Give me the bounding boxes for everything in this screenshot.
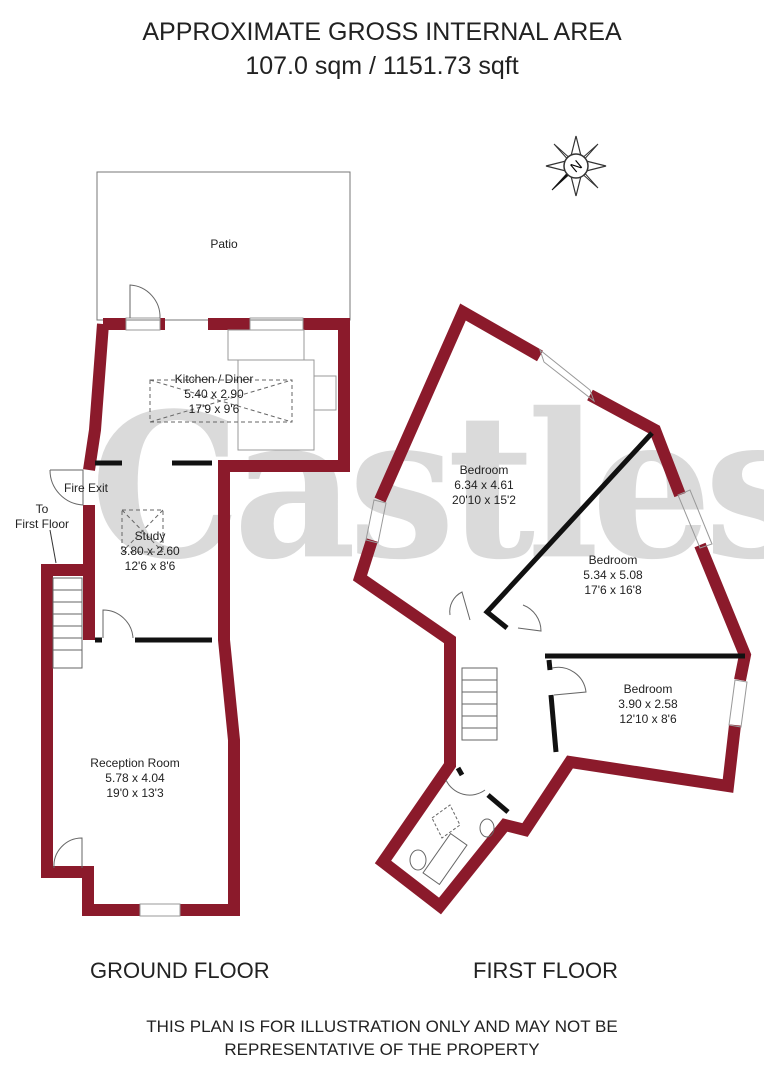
room-kitchen-diner: Kitchen / Diner 5.40 x 2.90 17'9 x 9'6 [175,372,254,417]
room-bedroom-1: Bedroom 6.34 x 4.61 20'10 x 15'2 [452,463,516,508]
room-reception: Reception Room 5.78 x 4.04 19'0 x 13'3 [90,756,179,801]
stairs-note-line2: First Floor [15,517,69,531]
room-imperial: 20'10 x 15'2 [452,493,516,507]
disclaimer-line1: THIS PLAN IS FOR ILLUSTRATION ONLY AND M… [146,1017,618,1036]
ground-floor-walls [41,318,350,916]
stairs-note: To First Floor [15,502,69,532]
disclaimer-line2: REPRESENTATIVE OF THE PROPERTY [224,1040,540,1059]
gross-area: 107.0 sqm / 1151.73 sqft [245,52,519,80]
compass-icon: N [545,135,607,197]
room-imperial: 12'6 x 8'6 [124,559,176,573]
room-imperial: 17'9 x 9'6 [188,402,240,416]
ground-floor-label: GROUND FLOOR [90,958,270,983]
room-metric: 6.34 x 4.61 [454,478,514,492]
first-interior-walls [455,431,745,814]
room-imperial: 17'6 x 16'8 [584,583,642,597]
room-metric: 5.40 x 2.90 [184,387,244,401]
room-bedroom-2: Bedroom 5.34 x 5.08 17'6 x 16'8 [583,553,642,598]
room-imperial: 12'10 x 8'6 [619,712,677,726]
room-study: Study 3.80 x 2.60 12'6 x 8'6 [120,529,179,574]
room-name: Bedroom [588,553,638,567]
room-name: Kitchen / Diner [174,372,254,386]
room-metric: 5.34 x 5.08 [583,568,643,582]
ground-interior-walls [95,460,212,643]
fire-exit-label: Fire Exit [63,481,109,495]
stairs-first [461,667,498,741]
room-name: Patio [210,237,238,251]
room-name: Bedroom [459,463,509,477]
room-bedroom-3: Bedroom 3.90 x 2.58 12'10 x 8'6 [618,682,677,727]
stairs-ground [52,577,83,669]
room-imperial: 19'0 x 13'3 [106,786,164,800]
room-name: Study [134,529,166,543]
stairs-note-line1: To [35,502,49,516]
first-floor-label: FIRST FLOOR [473,958,619,983]
page-title: APPROXIMATE GROSS INTERNAL AREA [142,18,622,46]
first-floor-walls [352,303,752,915]
room-name: Reception Room [90,756,180,770]
room-metric: 3.90 x 2.58 [618,697,678,711]
room-metric: 3.80 x 2.60 [120,544,180,558]
room-metric: 5.78 x 4.04 [105,771,165,785]
bathroom-fixtures [409,804,495,886]
watermark-logo: Castles [90,369,764,604]
room-name: Bedroom [623,682,673,696]
room-patio: Patio [210,237,237,252]
